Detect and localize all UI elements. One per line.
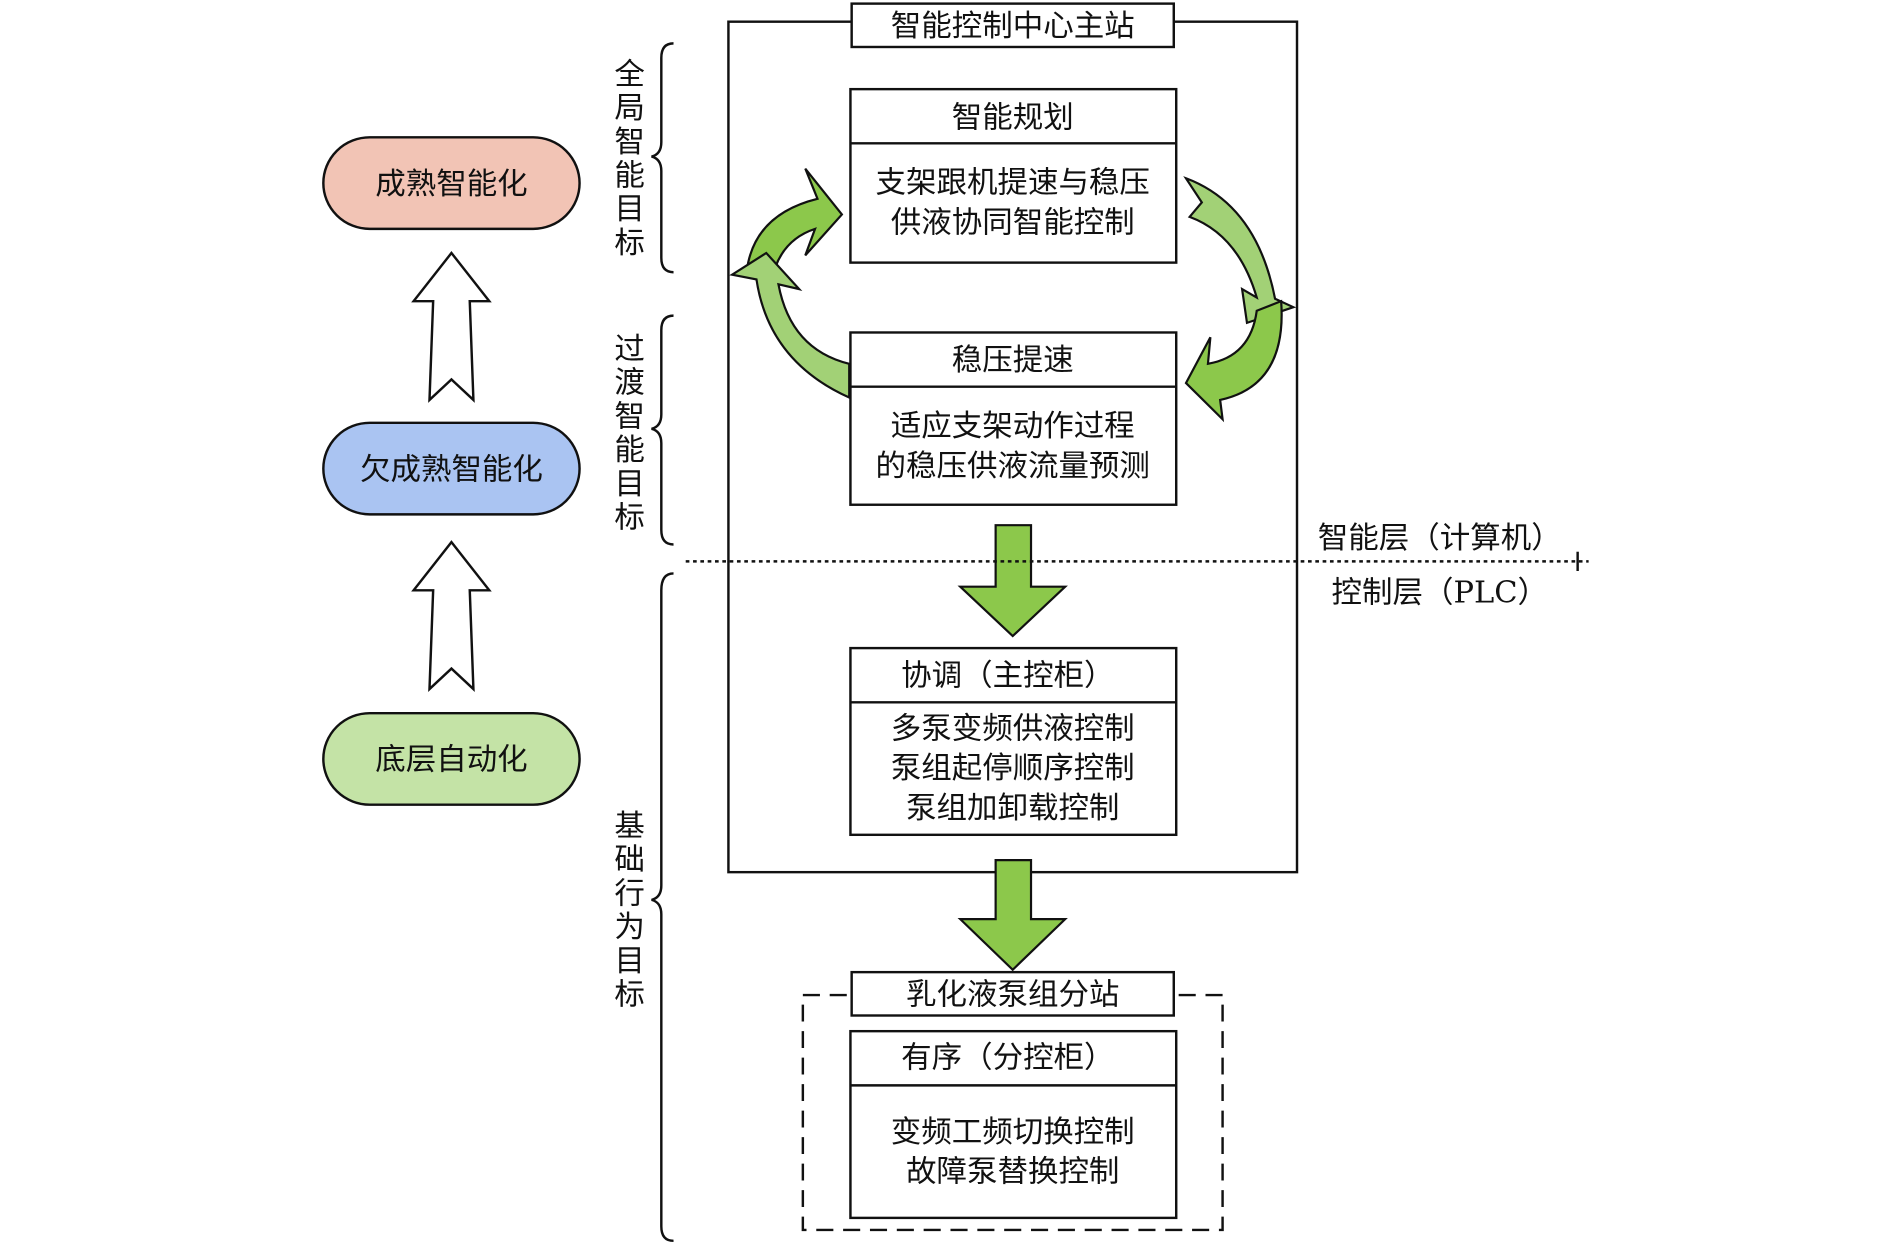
stabilize-box: 稳压提速 适应支架动作过程 的稳压供液流量预测 xyxy=(849,331,1178,506)
goal-char: 局 xyxy=(614,91,644,126)
order-line-1: 变频工频切换控制 xyxy=(891,1115,1135,1150)
planning-header: 智能规划 xyxy=(952,101,1074,136)
brace-global xyxy=(651,42,674,274)
order-header: 有序（分控柜） xyxy=(901,1040,1114,1075)
up-arrow-icon xyxy=(411,540,492,692)
sub-station-title-box xyxy=(850,970,1175,1017)
pill-base-label: 底层自动化 xyxy=(375,743,527,778)
order-box: 有序（分控柜） 变频工频切换控制 故障泵替换控制 xyxy=(849,1029,1178,1220)
goal-basic: 基础行为目标 xyxy=(614,809,644,1012)
goal-transition: 过渡智能目标 xyxy=(614,332,644,535)
goal-char: 全 xyxy=(614,57,644,92)
goal-char: 标 xyxy=(614,501,644,536)
sub-station-title: 乳化液泵组分站 xyxy=(906,978,1119,1013)
coordinate-header: 协调（主控柜） xyxy=(901,659,1114,694)
main-station-title: 智能控制中心主站 xyxy=(891,9,1135,44)
goal-char: 目 xyxy=(614,944,644,979)
level-base: 底层自动化 xyxy=(322,711,581,806)
goal-char: 能 xyxy=(614,433,644,468)
stabilize-line-2: 的稳压供液流量预测 xyxy=(876,449,1150,484)
pill-mature xyxy=(322,136,581,231)
goal-char: 智 xyxy=(614,400,644,435)
coordinate-line-1: 多泵变频供液控制 xyxy=(891,712,1135,747)
cycle-arrow-right-down-icon xyxy=(1183,176,1297,325)
brace-transition xyxy=(651,314,674,546)
stabilize-line-1: 适应支架动作过程 xyxy=(891,409,1135,444)
goal-char: 渡 xyxy=(614,366,644,401)
order-line-2: 故障泵替换控制 xyxy=(906,1155,1119,1190)
goal-char: 目 xyxy=(614,192,644,227)
cycle-arrow-down-left-icon xyxy=(1184,299,1283,423)
goal-char: 行 xyxy=(614,877,644,912)
coordinate-line-3: 泵组加卸载控制 xyxy=(906,791,1119,826)
goal-char: 标 xyxy=(614,226,644,261)
goal-basic-label: 基础行为目标 xyxy=(614,809,644,1012)
coordinate-box: 协调（主控柜） 多泵变频供液控制 泵组起停顺序控制 泵组加卸载控制 xyxy=(849,646,1178,837)
coordinate-line-2: 泵组起停顺序控制 xyxy=(891,751,1135,786)
level-mature: 成熟智能化 xyxy=(322,136,581,231)
goal-char: 目 xyxy=(614,467,644,502)
pill-semi-mature-label: 欠成熟智能化 xyxy=(360,453,543,488)
layer-lower-label: 控制层（PLC） xyxy=(1331,575,1548,610)
sub-station-frame xyxy=(801,993,1224,1232)
pill-semi-mature xyxy=(322,421,581,516)
planning-line-1: 支架跟机提速与稳压 xyxy=(876,166,1150,201)
goal-global-label: 全局智能目标 xyxy=(614,57,644,260)
goal-char: 为 xyxy=(614,910,644,945)
layer-upper-label: 智能层（计算机） xyxy=(1318,521,1562,556)
goal-char: 标 xyxy=(614,978,644,1013)
cycle-arrow-up-left-icon xyxy=(745,167,844,285)
goal-global: 全局智能目标 xyxy=(614,57,644,260)
down-arrow-icon xyxy=(957,859,1068,972)
goal-char: 智 xyxy=(614,125,644,160)
level-semi-mature: 欠成熟智能化 xyxy=(322,421,581,516)
goal-char: 础 xyxy=(614,843,644,878)
down-arrow-icon xyxy=(957,524,1068,638)
up-arrow-icon xyxy=(411,251,492,403)
main-station-title-box xyxy=(850,2,1175,49)
planning-box: 智能规划 支架跟机提速与稳压 供液协同智能控制 xyxy=(849,87,1178,264)
pill-base xyxy=(322,711,581,806)
goal-char: 能 xyxy=(614,159,644,194)
stabilize-header: 稳压提速 xyxy=(952,343,1074,378)
brace-basic xyxy=(651,572,674,1242)
pill-mature-label: 成熟智能化 xyxy=(375,167,527,202)
planning-line-2: 供液协同智能控制 xyxy=(891,206,1135,241)
goal-char: 过 xyxy=(614,332,644,367)
goal-char: 基 xyxy=(614,809,644,844)
goal-transition-label: 过渡智能目标 xyxy=(614,332,644,535)
cycle-arrow-left-up-icon xyxy=(729,251,851,400)
